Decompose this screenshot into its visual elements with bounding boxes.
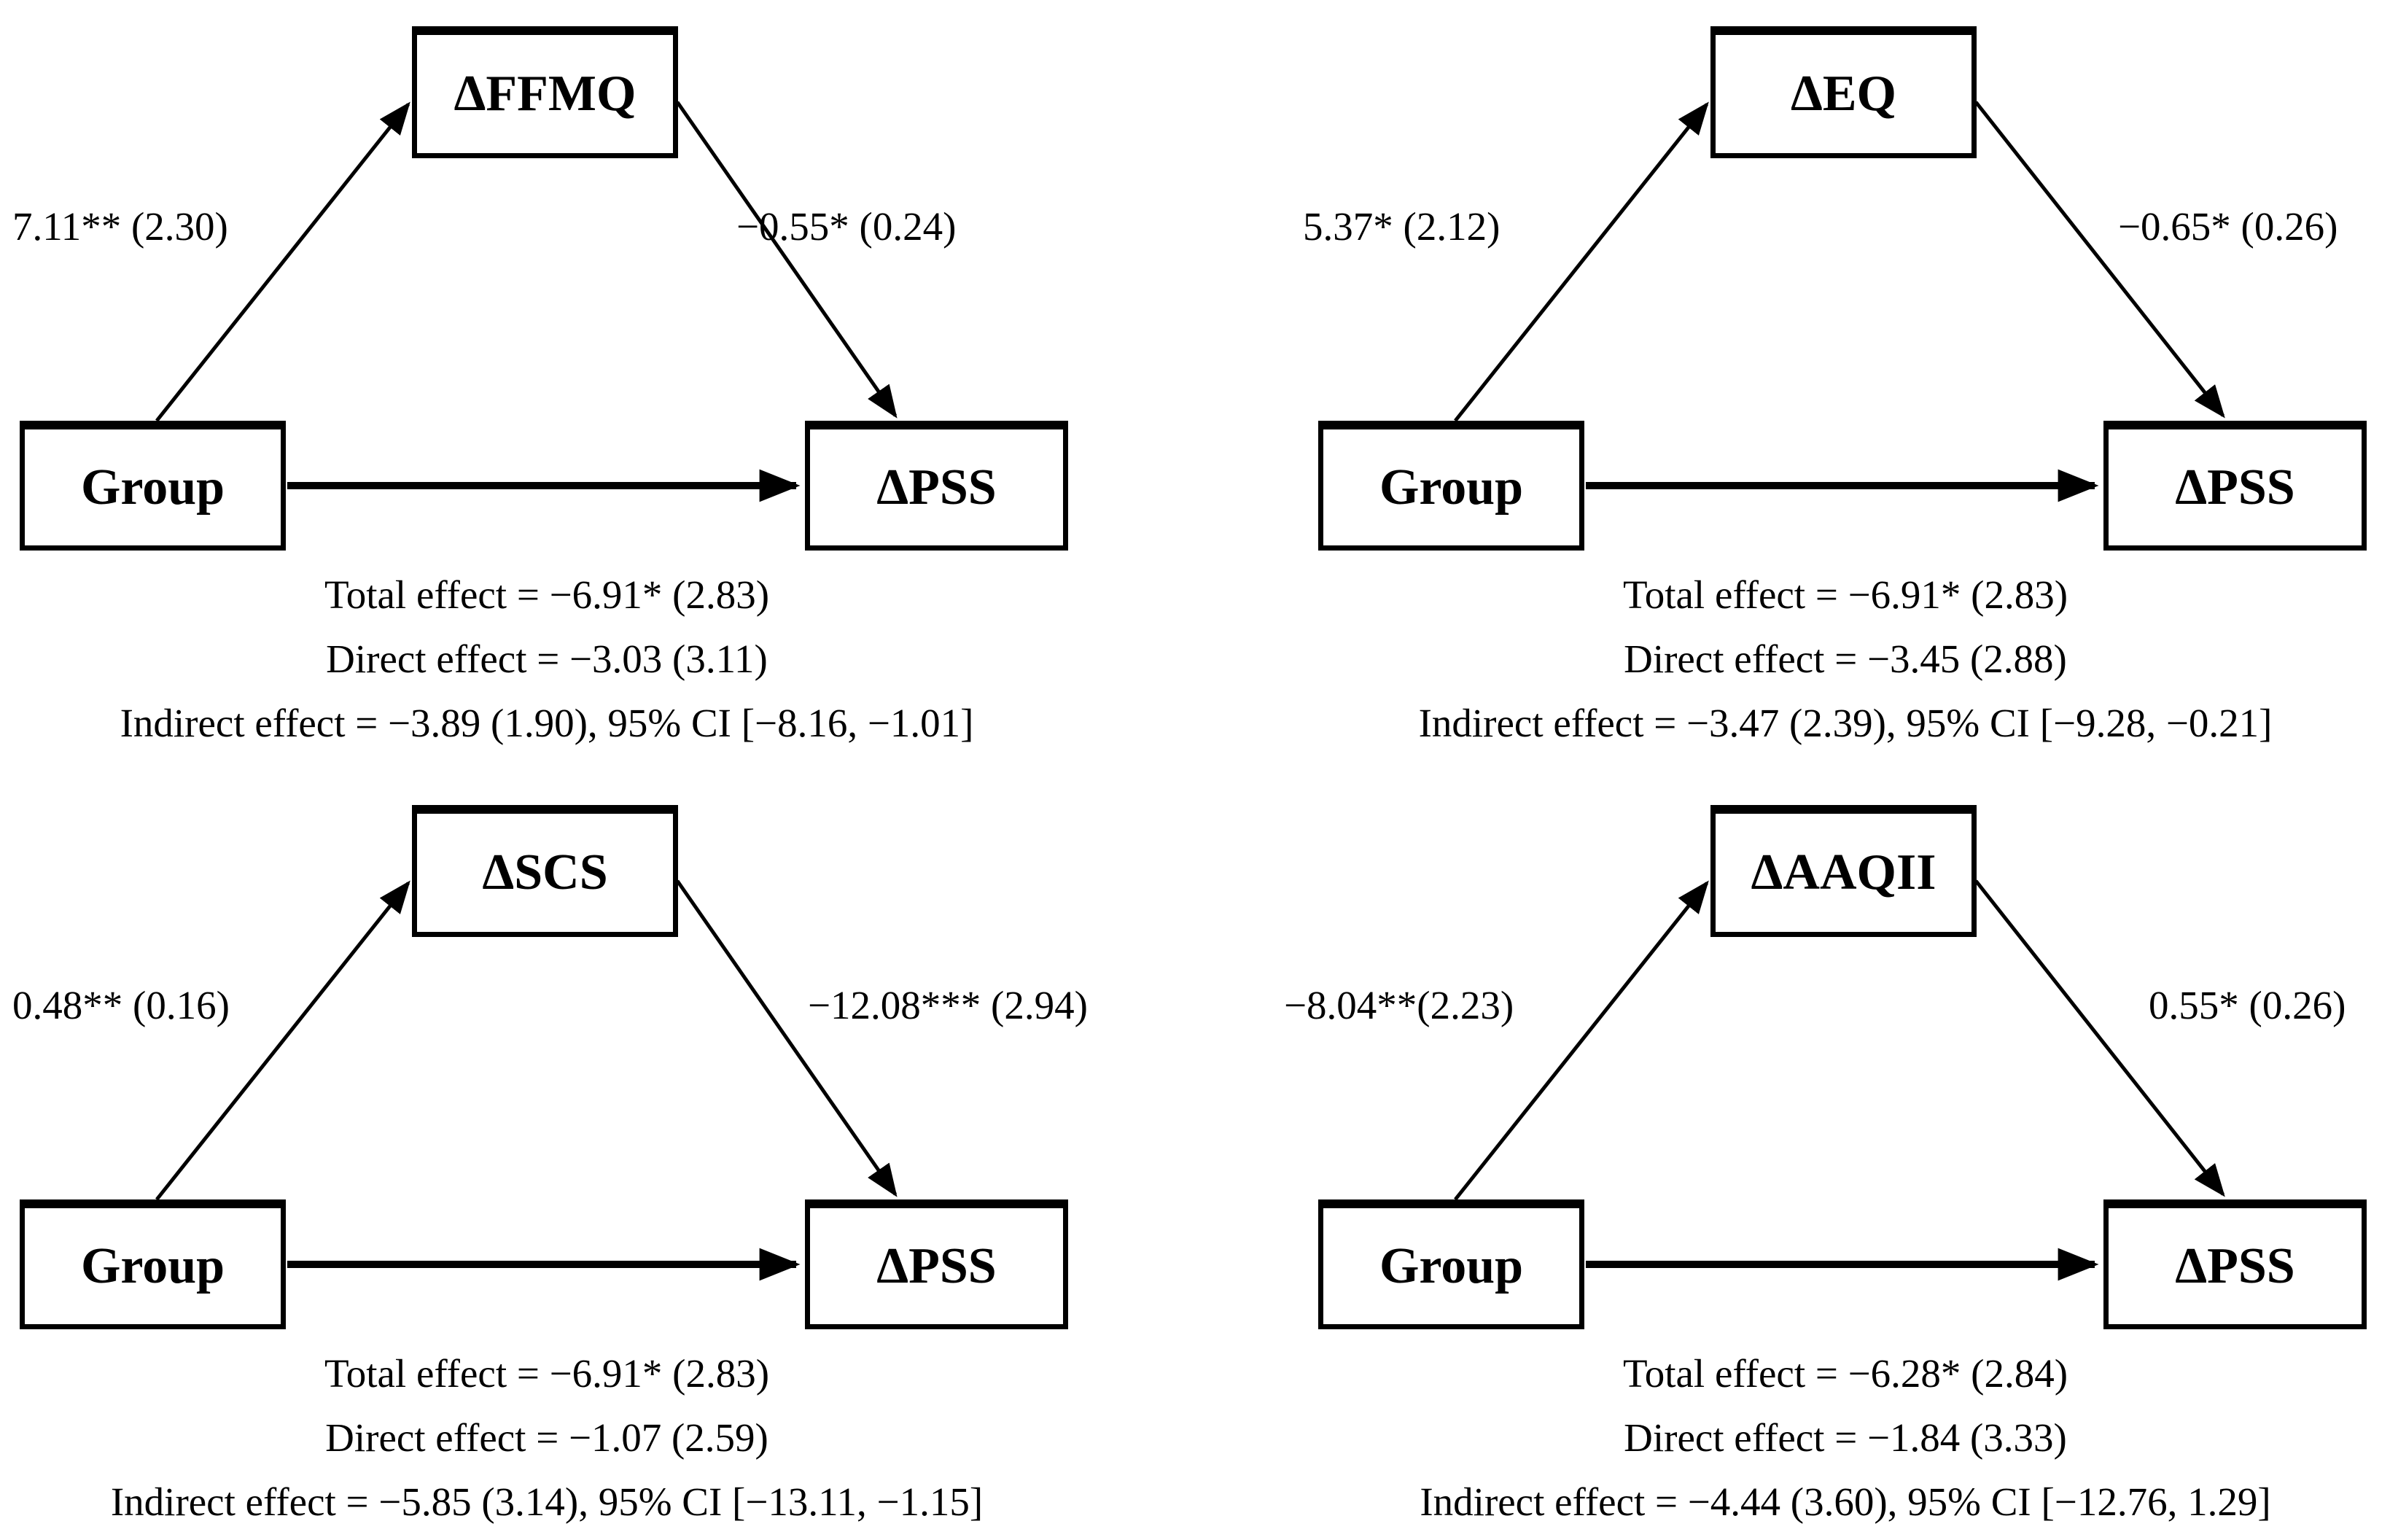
outcome-label: ΔPSS [876,1237,997,1294]
outcome-label: ΔPSS [2175,459,2295,516]
outcome-box: ΔPSS [805,421,1068,551]
mediator-box: ΔSCS [412,805,678,937]
path-a-arrow [1454,880,1709,1201]
path-b-arrow [1974,879,2225,1197]
total-effect-text: Total effect = −6.91* (2.83) [1622,572,2068,617]
direct-effect-text: Direct effect = −3.45 (2.88) [1624,637,2067,681]
path-b-arrow [675,879,898,1197]
predictor-label: Group [80,459,225,516]
path-b-coefficient: −0.65* (0.26) [2118,204,2338,249]
outcome-box: ΔPSS [805,1199,1068,1329]
indirect-effect-text: Indirect effect = −3.89 (1.90), 95% CI [… [120,701,974,745]
mediator-label: ΔFFMQ [454,66,637,122]
effects-block: Total effect = −6.91* (2.83) Direct effe… [1419,563,2273,755]
mediation-model-scs: ΔSCS Group ΔPSS 0.48** (0.16) −12.08*** … [0,779,1195,1540]
predictor-label: Group [1379,1237,1524,1294]
path-a-coefficient: 5.37* (2.12) [1303,204,1500,249]
indirect-effect-text: Indirect effect = −4.44 (3.60), 95% CI [… [1420,1479,2271,1524]
mediator-box: ΔFFMQ [412,26,678,158]
path-b-arrow [1974,101,2225,419]
direct-effect-text: Direct effect = −3.03 (3.11) [326,637,768,681]
predictor-box: Group [20,421,286,551]
mediator-label: ΔSCS [482,844,608,901]
total-effect-text: Total effect = −6.28* (2.84) [1622,1351,2068,1396]
indirect-effect-text: Indirect effect = −3.47 (2.39), 95% CI [… [1418,701,2273,745]
predictor-label: Group [1379,459,1524,516]
predictor-box: Group [1318,1199,1584,1329]
path-b-coefficient: −0.55* (0.24) [736,204,957,249]
path-a-coefficient: 7.11** (2.30) [12,204,228,249]
outcome-box: ΔPSS [2103,421,2367,551]
predictor-box: Group [20,1199,286,1329]
mediator-box: ΔEQ [1710,26,1977,158]
effects-block: Total effect = −6.91* (2.83) Direct effe… [111,1342,983,1534]
path-b-coefficient: −12.08*** (2.94) [808,983,1088,1027]
total-effect-text: Total effect = −6.91* (2.83) [324,572,770,617]
outcome-label: ΔPSS [876,459,997,516]
mediator-label: ΔEQ [1790,66,1897,122]
predictor-box: Group [1318,421,1584,551]
outcome-box: ΔPSS [2103,1199,2367,1329]
path-a-coefficient: 0.48** (0.16) [12,983,230,1027]
predictor-label: Group [80,1237,225,1294]
path-b-coefficient: 0.55* (0.26) [2149,983,2346,1027]
mediator-box: ΔAAQII [1710,805,1977,937]
effects-block: Total effect = −6.91* (2.83) Direct effe… [120,563,974,755]
effects-block: Total effect = −6.28* (2.84) Direct effe… [1420,1342,2270,1534]
direct-effect-text: Direct effect = −1.07 (2.59) [325,1415,768,1460]
path-a-arrow [155,880,410,1201]
path-b-arrow [675,101,898,419]
outcome-label: ΔPSS [2175,1237,2295,1294]
direct-effect-text: Direct effect = −1.84 (3.33) [1624,1415,2067,1460]
total-effect-text: Total effect = −6.91* (2.83) [324,1351,770,1396]
path-a-coefficient: −8.04**(2.23) [1284,983,1514,1027]
mediation-model-ffmq: ΔFFMQ Group ΔPSS 7.11** (2.30) −0.55* (0… [0,0,1195,761]
mediation-model-eq: ΔEQ Group ΔPSS 5.37* (2.12) −0.65* (0.26… [1299,0,2390,761]
mediator-label: ΔAAQII [1751,844,1936,901]
mediation-model-aaqii: ΔAAQII Group ΔPSS −8.04**(2.23) 0.55* (0… [1284,779,2390,1540]
indirect-effect-text: Indirect effect = −5.85 (3.14), 95% CI [… [110,1479,984,1524]
path-a-arrow [1454,101,1709,422]
path-a-arrow [155,101,410,422]
